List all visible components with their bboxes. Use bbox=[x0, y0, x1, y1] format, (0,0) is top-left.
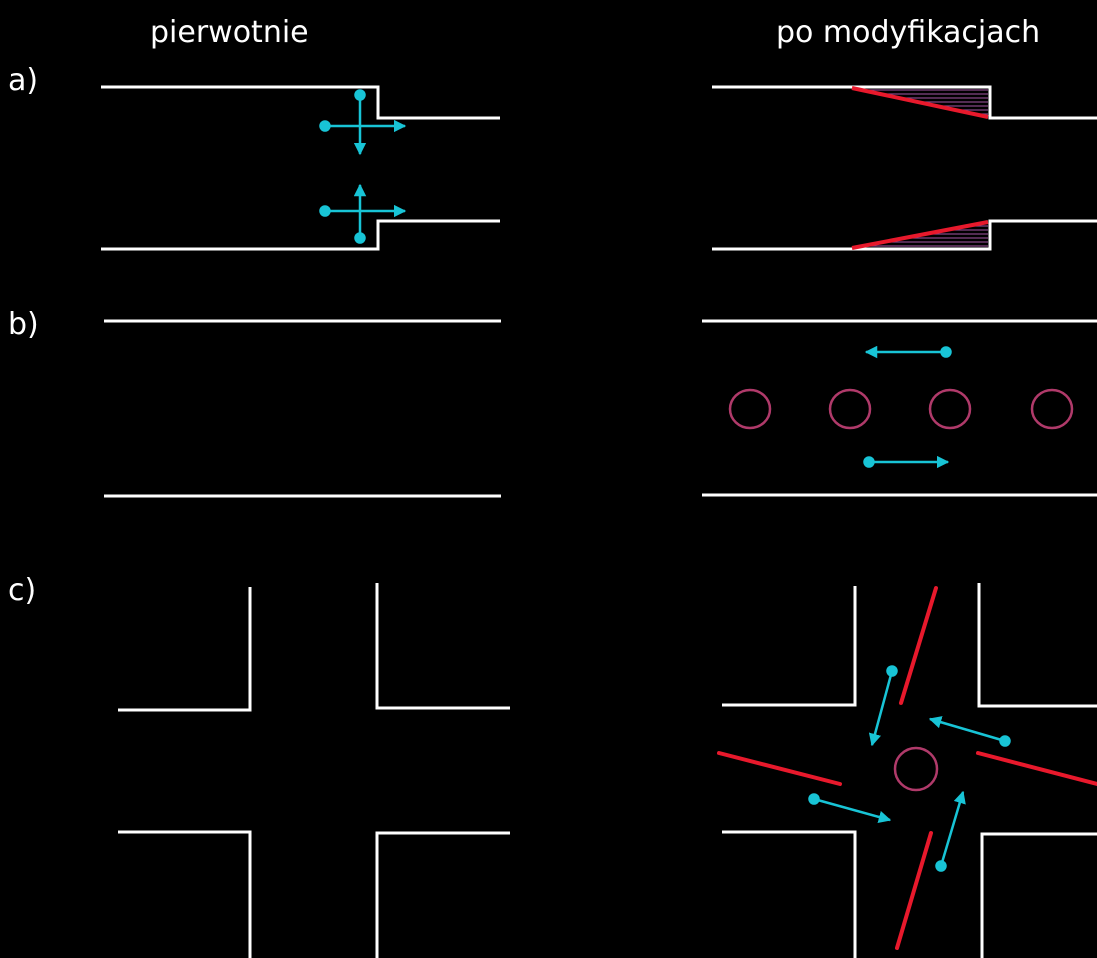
row-label-c: c) bbox=[8, 573, 37, 608]
arrow-dot-icon bbox=[935, 860, 947, 872]
row-label-a: a) bbox=[8, 63, 39, 98]
road-edge-bottom bbox=[712, 219, 1097, 251]
diagram-c-original bbox=[118, 583, 510, 958]
red-kerb-west bbox=[717, 751, 842, 786]
corner-bottom-left bbox=[118, 830, 252, 958]
corner-bottom-right bbox=[980, 832, 1097, 958]
red-kerb-east bbox=[976, 751, 1097, 786]
diagram-a-modified bbox=[712, 85, 1097, 251]
road-edge-top bbox=[101, 85, 500, 120]
corner-top-right bbox=[375, 583, 510, 710]
arrow-dot-icon bbox=[354, 89, 366, 101]
corner-top-left bbox=[722, 586, 857, 707]
island-circle-icon bbox=[928, 388, 972, 430]
arrow-icon bbox=[939, 790, 966, 867]
row-label-b: b) bbox=[8, 307, 39, 342]
road-edge-bottom bbox=[101, 219, 500, 251]
corner-bottom-right bbox=[375, 831, 510, 958]
red-kerb-south bbox=[895, 831, 933, 950]
arrow-dot-icon bbox=[999, 735, 1011, 747]
arrow-dot-icon bbox=[319, 205, 331, 217]
corner-top-right bbox=[977, 583, 1097, 708]
arrow-icon bbox=[813, 797, 892, 824]
flow-arrows-a-original bbox=[319, 89, 407, 244]
red-kerb-north bbox=[899, 586, 938, 705]
diagram-b-modified bbox=[702, 319, 1097, 497]
arrow-icon bbox=[868, 670, 894, 747]
island-circle-icon bbox=[828, 388, 872, 430]
arrow-icon bbox=[928, 716, 1006, 743]
header-modified: po modyfikacjach bbox=[776, 15, 1041, 50]
island-circle-icon bbox=[728, 388, 772, 430]
arrow-dot-icon bbox=[940, 346, 952, 358]
header-original: pierwotnie bbox=[150, 15, 309, 50]
arrow-dot-icon bbox=[354, 232, 366, 244]
arrow-dot-icon bbox=[863, 456, 875, 468]
arrow-dot-icon bbox=[886, 665, 898, 677]
diagram-c-modified bbox=[717, 583, 1097, 958]
arrow-dot-icon bbox=[808, 793, 820, 805]
diagram-b-original bbox=[104, 319, 501, 498]
central-island-circle-icon bbox=[893, 746, 939, 792]
corner-bottom-left bbox=[722, 830, 857, 958]
corner-top-left bbox=[118, 587, 252, 712]
island-circle-icon bbox=[1030, 388, 1074, 430]
arrow-dot-icon bbox=[319, 120, 331, 132]
diagram-a-original bbox=[101, 85, 500, 251]
red-kerb-bottom bbox=[851, 220, 989, 250]
red-kerb-top bbox=[851, 86, 989, 119]
road-edge-top bbox=[712, 85, 1097, 120]
